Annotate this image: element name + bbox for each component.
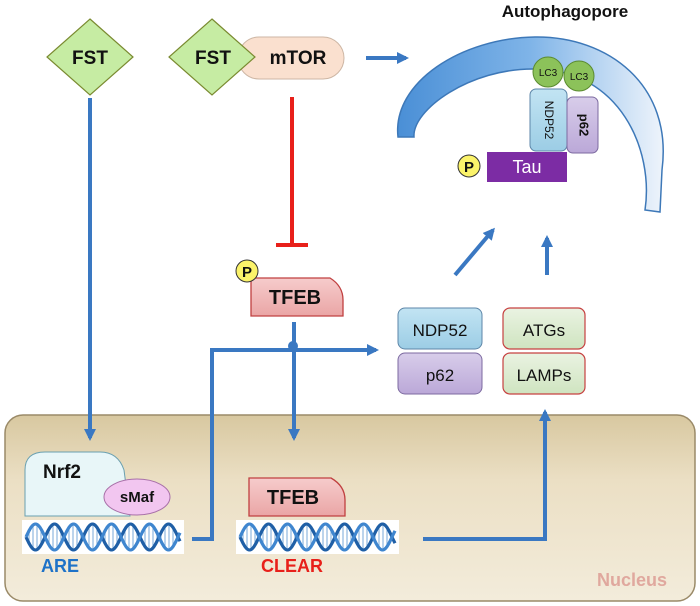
tfeb-cytoplasmic: TFEB P xyxy=(235,259,344,317)
ndp52-box: NDP52 xyxy=(397,307,483,350)
autophagopore-label: Autophagopore xyxy=(502,2,629,21)
are-label: ARE xyxy=(41,556,79,576)
tau-phospho-label: P xyxy=(464,159,474,176)
nucleus-label: Nucleus xyxy=(597,570,667,590)
tfeb-phospho-label: P xyxy=(242,264,252,281)
ndp52-box-label: NDP52 xyxy=(413,321,468,340)
lc3-a xyxy=(532,56,564,88)
cargo-complex: NDP52 p62 LC3 LC3 Tau P xyxy=(457,56,599,182)
nrf2-smaf-complex: Nrf2 sMaf xyxy=(24,451,171,517)
dna-helix-icon xyxy=(236,520,399,554)
p62-box: p62 xyxy=(397,352,483,395)
mtor-label: mTOR xyxy=(270,48,327,69)
fst-left-label: FST xyxy=(72,48,108,69)
nucleus-compartment xyxy=(4,414,696,602)
tfeb-nuc-label: TFEB xyxy=(267,487,319,509)
clear-label: CLEAR xyxy=(261,556,323,576)
lc3-b xyxy=(563,60,595,92)
ndp52-vertical-label: NDP52 xyxy=(542,101,556,140)
mtor-inhibits-tfeb xyxy=(276,97,308,247)
autophagopore-membrane xyxy=(397,36,664,213)
lc3-a-label: LC3 xyxy=(539,68,558,79)
nrf2-label: Nrf2 xyxy=(43,462,81,483)
lamps-box-label: LAMPs xyxy=(517,366,572,385)
smaf-label: sMaf xyxy=(120,489,155,506)
fst-complex-label: FST xyxy=(195,48,231,69)
phosphate-icon xyxy=(235,259,259,283)
smaf-node xyxy=(103,478,171,516)
fst-left-node: FST xyxy=(46,18,134,96)
fst-mtor-complex: FST mTOR xyxy=(168,18,345,96)
phosphate-icon xyxy=(457,154,481,178)
tau-node xyxy=(487,152,567,182)
crossing-node xyxy=(288,341,298,351)
atgs-box: ATGs xyxy=(502,307,586,350)
tau-label: Tau xyxy=(512,157,541,177)
p62-box-label: p62 xyxy=(426,366,454,385)
clear-to-atgs-arrow xyxy=(423,409,551,541)
lamps-box: LAMPs xyxy=(502,352,586,395)
p62-vertical xyxy=(566,96,599,154)
ndp52-to-autophagopore-arrow xyxy=(453,227,495,277)
dna-helix-icon xyxy=(22,520,184,554)
p62-vertical-label: p62 xyxy=(577,114,592,136)
lc3-b-label: LC3 xyxy=(570,72,589,83)
tfeb-cyto-label: TFEB xyxy=(269,287,321,309)
tfeb-nuclear: TFEB xyxy=(248,477,346,517)
nrf2-node xyxy=(24,451,131,517)
fst-complex-diamond xyxy=(168,18,256,96)
atgs-box-label: ATGs xyxy=(523,321,565,340)
